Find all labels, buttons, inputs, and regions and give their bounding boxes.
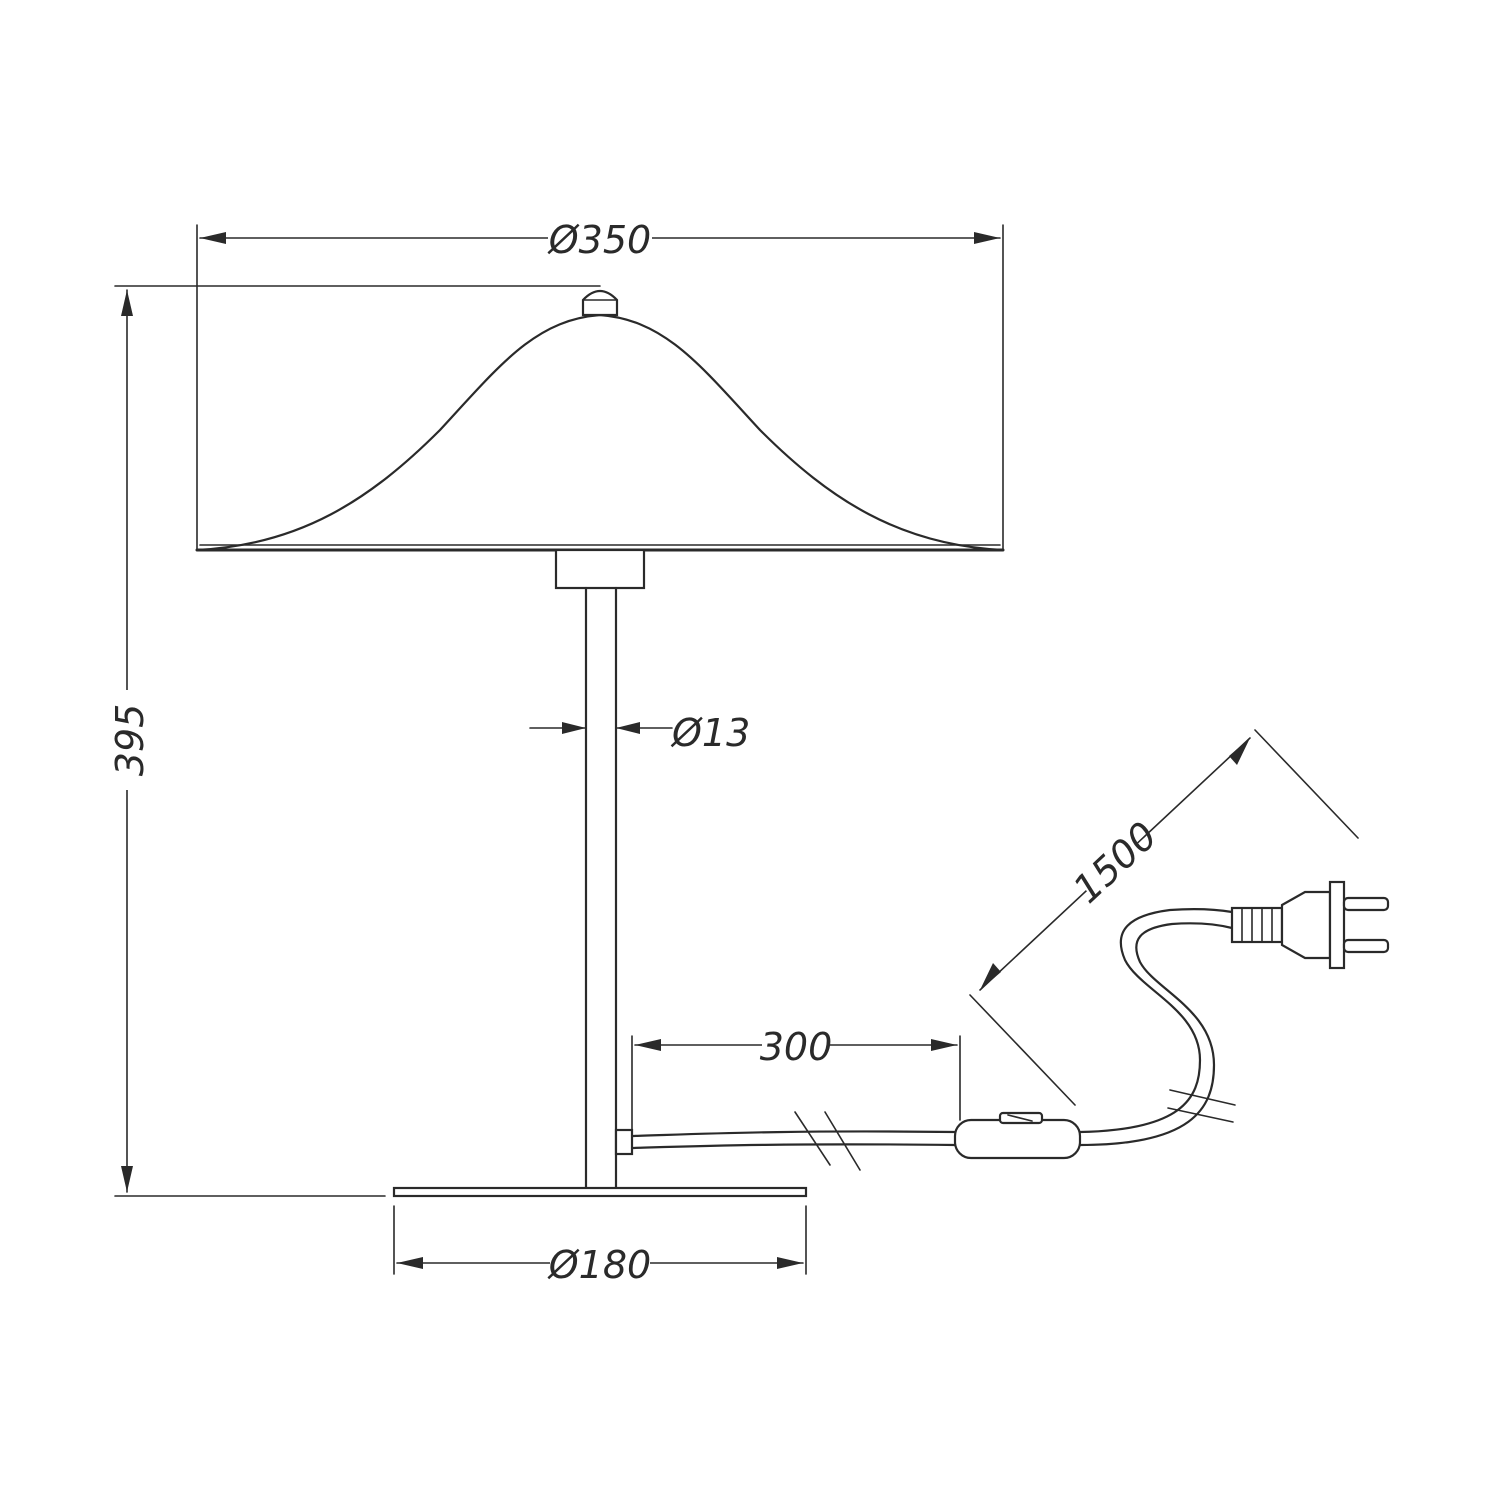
- inline-switch: [953, 1111, 1082, 1160]
- cable-grommet: [614, 1128, 634, 1156]
- dimension-total-height: 395: [104, 285, 601, 1197]
- shade-diameter-label: Ø350: [547, 218, 651, 262]
- power-cable: [630, 908, 1236, 1171]
- switch-distance-label: 300: [760, 1025, 833, 1069]
- lamp-base: [392, 1186, 808, 1198]
- dimension-stem-diameter: Ø13: [529, 711, 750, 755]
- dimension-cable-length: 1500: [969, 729, 1359, 1106]
- height-label: 395: [108, 704, 152, 777]
- stem-diameter-label: Ø13: [670, 711, 750, 755]
- dimension-switch-distance: 300: [631, 1022, 961, 1131]
- socket-holder: [554, 548, 646, 590]
- dimension-base-diameter: Ø180: [393, 1205, 807, 1287]
- dimension-shade-diameter: Ø350: [196, 214, 1004, 551]
- shade-finial: [581, 289, 619, 317]
- base-diameter-label: Ø180: [547, 1243, 651, 1287]
- power-plug: [1230, 880, 1390, 970]
- lamp-shade: [195, 313, 1005, 552]
- lamp-stem: [584, 586, 618, 1190]
